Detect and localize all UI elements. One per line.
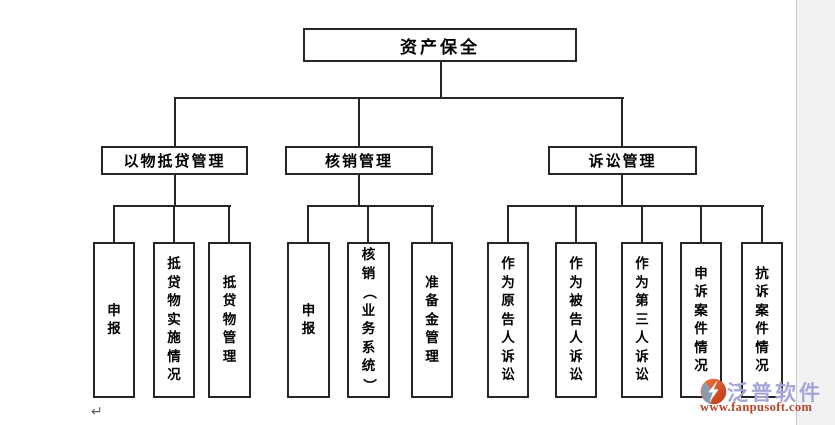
paragraph-mark: ↵: [91, 403, 103, 419]
branch-node-litigation-management: 诉讼管理: [548, 146, 697, 175]
connector-line: [228, 205, 230, 242]
leaf-node: 申报: [93, 242, 135, 398]
connector-line: [431, 205, 433, 242]
leaf-node: 作为被告人诉讼: [555, 242, 597, 398]
watermark-brand-text: 泛普软件: [727, 382, 823, 405]
connector-line: [113, 205, 231, 207]
connector-line: [113, 205, 115, 242]
leaf-node: 抗诉案件情况: [741, 242, 783, 398]
leaf-node: 申报: [287, 242, 330, 398]
root-node-label: 资产保全: [400, 37, 480, 57]
connector-line: [507, 205, 764, 207]
connector-line: [367, 205, 369, 242]
connector-line: [761, 205, 763, 242]
branch-node-collateral-management: 以物抵贷管理: [101, 146, 248, 175]
page-edge-strip: [796, 0, 835, 425]
connector-line: [174, 97, 624, 99]
leaf-node: 作为原告人诉讼: [487, 242, 529, 398]
leaf-node: 作为第三人诉讼: [621, 242, 663, 398]
root-node: 资产保全: [303, 28, 577, 62]
connector-line: [641, 205, 643, 242]
branch-node-label: 核销管理: [324, 153, 393, 170]
connector-line: [575, 205, 577, 242]
connector-line: [174, 175, 176, 207]
leaf-node: 核销（业务系统）: [347, 242, 390, 398]
branch-node-label: 诉讼管理: [588, 153, 657, 170]
connector-line: [358, 97, 360, 146]
connector-line: [700, 205, 702, 242]
branch-node-label: 以物抵贷管理: [123, 153, 226, 170]
connector-line: [307, 205, 434, 207]
leaf-node: 准备金管理: [411, 242, 453, 398]
leaf-node: 抵贷物实施情况: [153, 242, 195, 398]
connector-line: [174, 97, 176, 146]
connector-line: [507, 205, 509, 242]
watermark-url-text: www.fanpusoft.com: [700, 400, 813, 414]
connector-line: [173, 205, 175, 242]
leaf-node: 抵贷物管理: [208, 242, 251, 398]
branch-node-writeoff-management: 核销管理: [285, 146, 433, 175]
connector-line: [621, 175, 623, 207]
connector-line: [440, 62, 442, 99]
leaf-node: 申诉案件情况: [680, 242, 722, 398]
connector-line: [307, 205, 309, 242]
connector-line: [621, 97, 623, 146]
fanpu-logo-icon: [700, 378, 727, 405]
connector-line: [358, 175, 360, 207]
